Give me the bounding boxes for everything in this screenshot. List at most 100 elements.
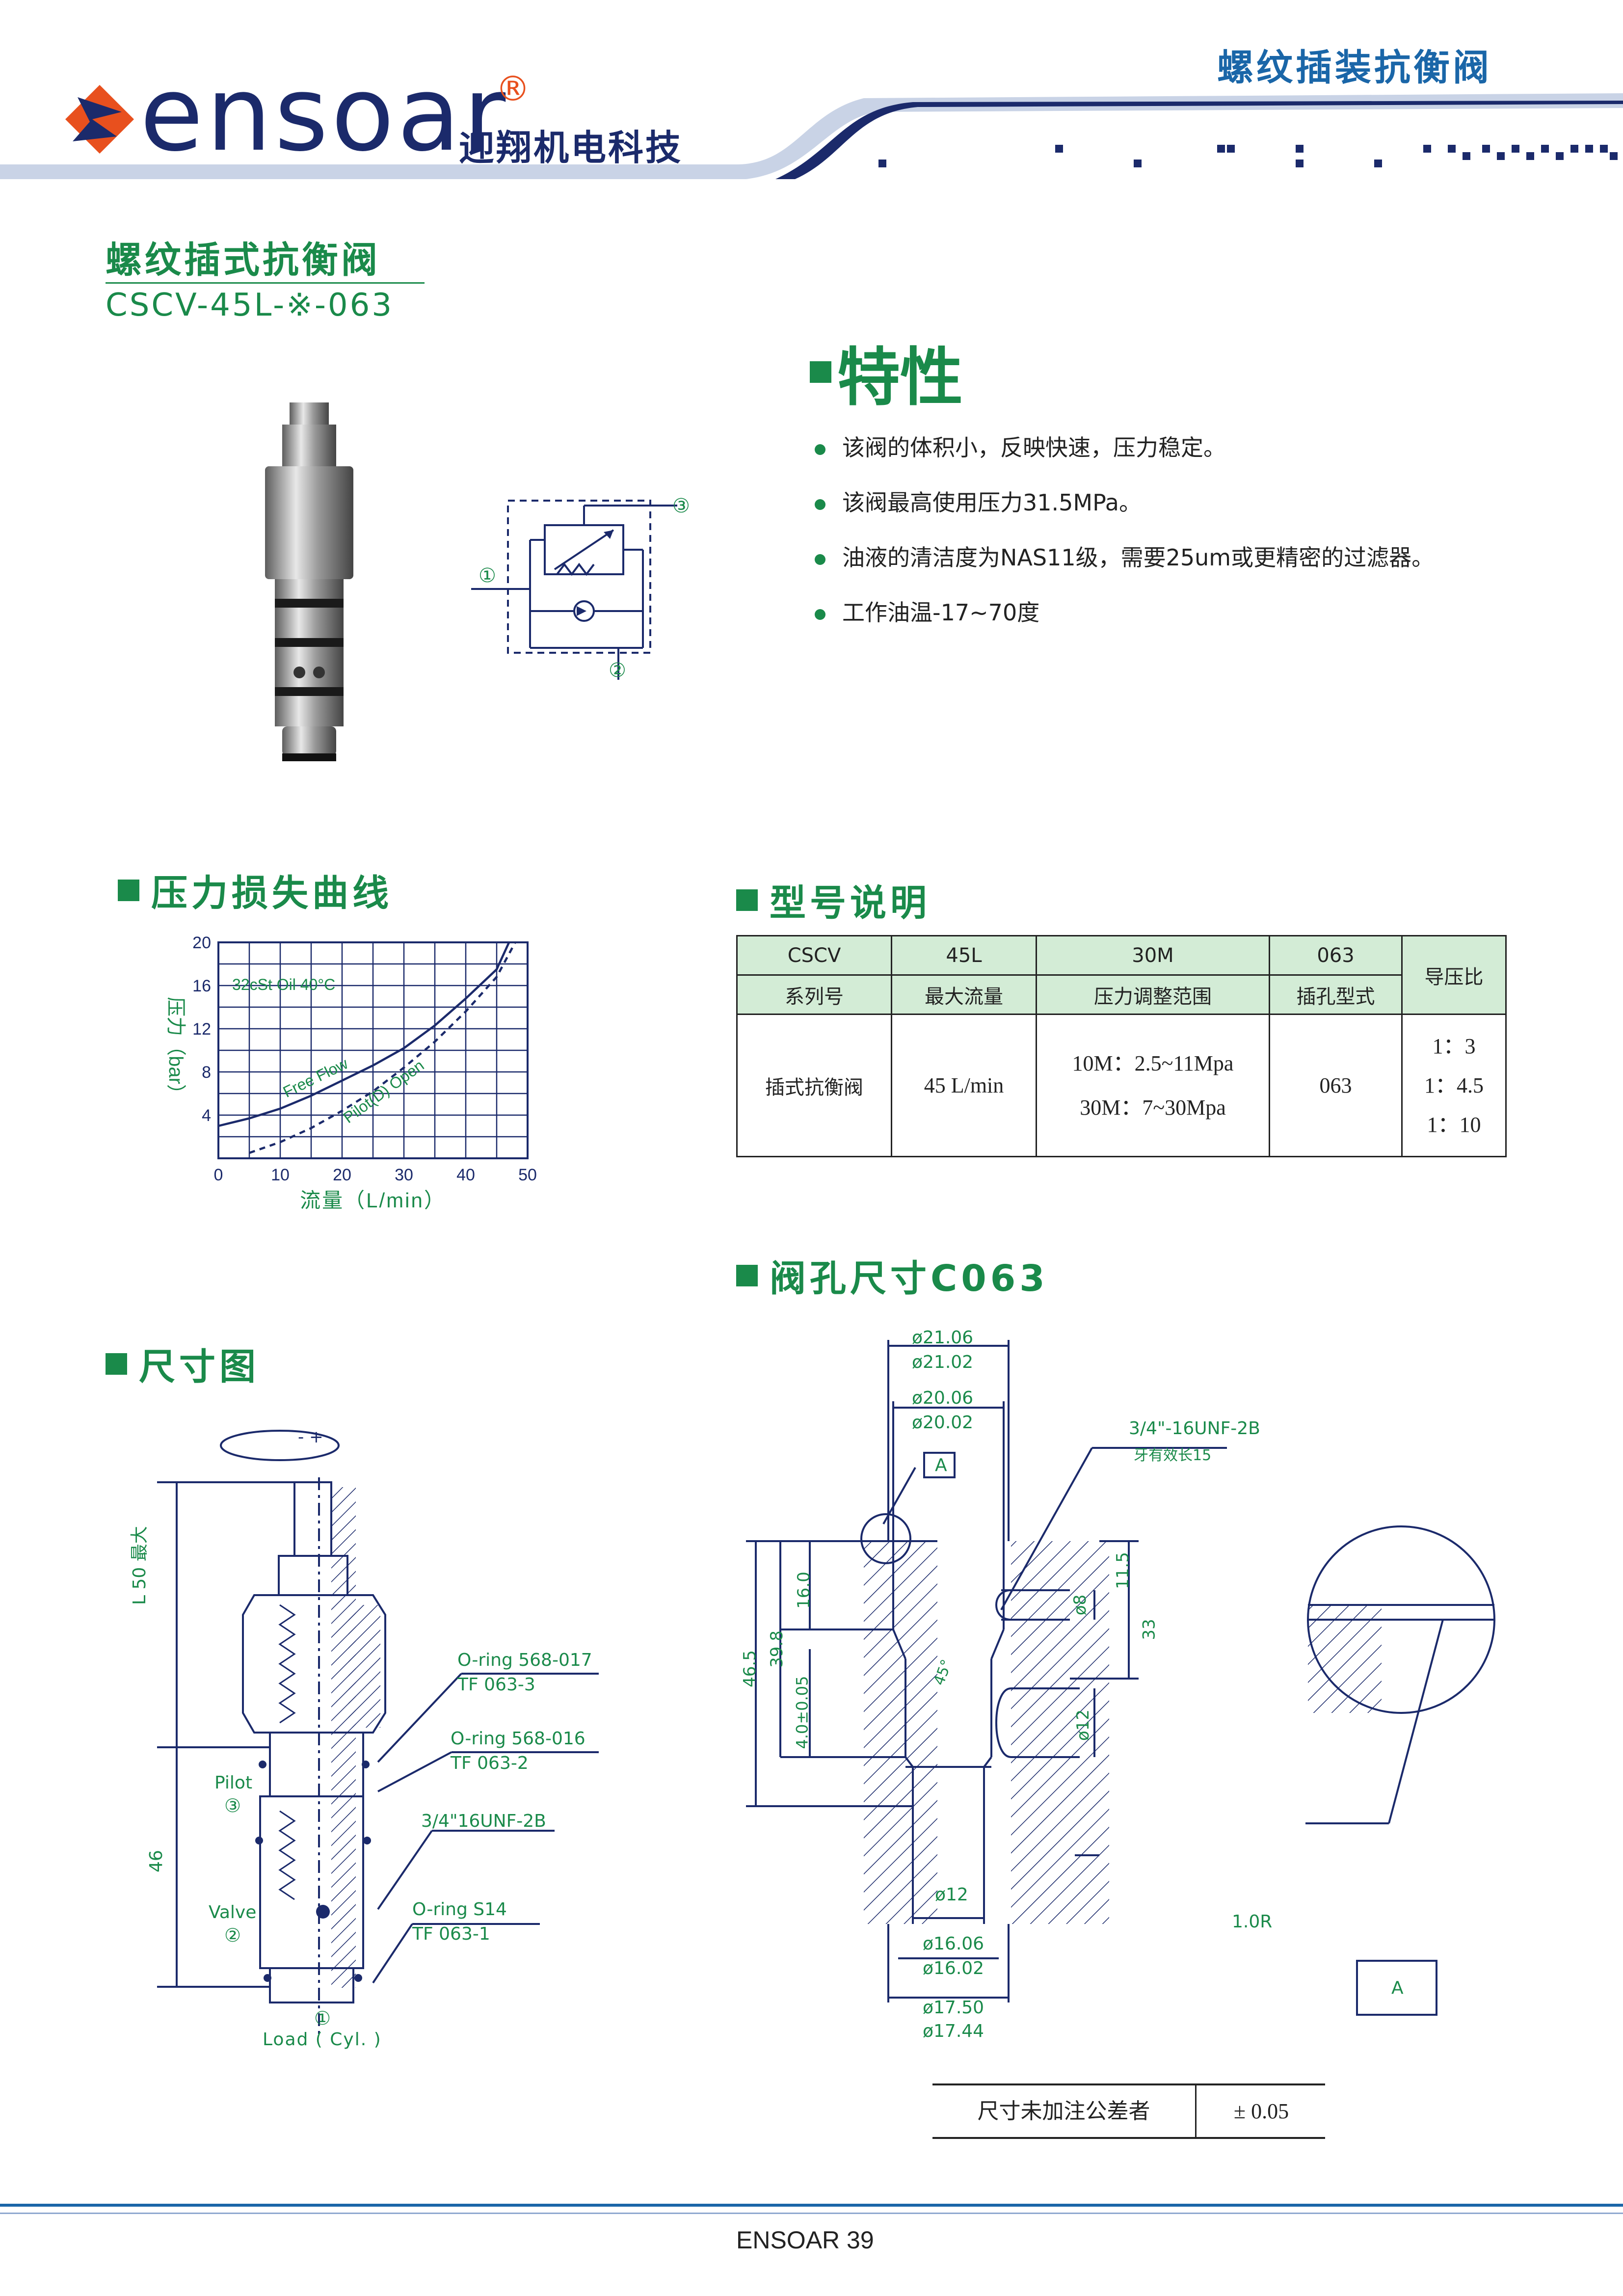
series-line-1	[249, 941, 516, 1154]
y-tick-label: 16	[192, 977, 211, 995]
dim-d12v: ø12	[1073, 1709, 1093, 1741]
footer-rule	[0, 2204, 1623, 2207]
dim-d1606: ø16.06	[923, 1934, 984, 1954]
dim-d2006: ø20.06	[912, 1388, 974, 1408]
y-axis-label: 压力（bar）	[165, 997, 186, 1104]
y-tick-label: 20	[192, 934, 211, 952]
dim-h40: 4.0±0.05	[793, 1676, 812, 1749]
x-tick-label: 40	[456, 1166, 475, 1184]
dim-l50: L 50 最大	[130, 1526, 150, 1605]
dim-l46: 46	[146, 1850, 166, 1872]
features-list: 该阀的体积小，反映快速，压力稳定。 该阀最高使用压力31.5MPa。 油液的清洁…	[815, 420, 1434, 640]
y-tick-label: 4	[202, 1106, 211, 1125]
port-pilot-num: ③	[224, 1795, 241, 1816]
dim-h33: 33	[1139, 1619, 1159, 1640]
callout-oring-017: O-ring 568-017	[457, 1650, 592, 1670]
port-load-num: ①	[314, 2007, 331, 2029]
callout-tf-063-1: TF 063-1	[412, 1924, 490, 1944]
label-flow: 最大流量	[891, 974, 1037, 1015]
series-label-pilot-open: Pilot(D) Open	[340, 1056, 427, 1126]
callout-tf-063-3: TF 063-3	[457, 1675, 535, 1695]
value-flow: 45 L/min	[891, 1014, 1037, 1157]
callout-oring-016: O-ring 568-016	[451, 1729, 585, 1749]
x-tick-label: 30	[395, 1166, 413, 1184]
symbol-port-3: ③	[672, 495, 690, 517]
x-tick-label: 50	[518, 1166, 537, 1184]
registered-mark: ®	[496, 69, 530, 109]
valve-photo	[265, 402, 353, 761]
brand-logo-icon	[65, 85, 134, 154]
cavity-title: 阀孔尺寸C063	[736, 1249, 1049, 1302]
brand-wordmark: ensoar	[140, 54, 509, 174]
feature-item: 油液的清洁度为NAS11级，需要25um或更精密的过滤器。	[815, 530, 1434, 585]
header-swoosh	[0, 93, 1623, 179]
port-load-label: Load ( Cyl. )	[263, 2029, 382, 2050]
value-series: 插式抗衡阀	[736, 1014, 892, 1157]
dim-thread: 3/4"-16UNF-2B	[1129, 1418, 1260, 1439]
callout-tf-063-2: TF 063-2	[451, 1753, 529, 1773]
dim-d2106: ø21.06	[912, 1328, 974, 1348]
dim-d1744: ø17.44	[923, 2021, 984, 2041]
model-desc-title: 型号说明	[736, 874, 931, 926]
label-range: 压力调整范围	[1036, 974, 1270, 1015]
y-tick-label: 12	[192, 1020, 211, 1039]
dim-radius: 1.0R	[1232, 1912, 1273, 1932]
code-cavity: 063	[1269, 935, 1403, 976]
features-title: 特性	[810, 326, 963, 417]
code-range: 30M	[1036, 935, 1270, 976]
symbol-port-1: ①	[479, 564, 496, 587]
hydraulic-symbol	[471, 500, 677, 680]
chart-annotation: 32cSt Oil 40°C	[232, 976, 335, 993]
label-series: 系列号	[736, 974, 892, 1015]
dim-d8: ø8	[1070, 1594, 1091, 1616]
dimension-title: 尺寸图	[106, 1337, 260, 1390]
code-series: CSCV	[736, 935, 892, 976]
company-name: 迎翔机电科技	[459, 127, 683, 168]
product-model: CSCV-45L-※-063	[106, 287, 394, 323]
value-cavity: 063	[1269, 1014, 1403, 1157]
dim-d1602: ø16.02	[923, 1958, 984, 1978]
tolerance-value: ± 0.05	[1233, 2099, 1289, 2123]
x-tick-label: 20	[333, 1166, 351, 1184]
title-underline	[106, 282, 425, 284]
cavity-drawing	[746, 1340, 1495, 2016]
detail-a-label: A	[1391, 1978, 1404, 1998]
label-cavity: 插孔型式	[1269, 974, 1403, 1015]
tolerance-table: 尺寸未加注公差者 ± 0.05	[932, 2083, 1325, 2139]
dim-h160: 16.0	[794, 1572, 814, 1609]
dim-d1750: ø17.50	[923, 1998, 984, 2018]
tolerance-label: 尺寸未加注公差者	[932, 2085, 1197, 2137]
dimension-drawing	[157, 1430, 599, 2037]
dim-d2102: ø21.02	[912, 1352, 974, 1372]
code-flow: 45L	[891, 935, 1037, 976]
product-name: 螺纹插式抗衡阀	[106, 239, 380, 281]
x-tick-label: 0	[214, 1166, 223, 1184]
dim-h465: 46.5	[740, 1650, 760, 1687]
callout-thread: 3/4"16UNF-2B	[421, 1811, 546, 1831]
feature-item: 该阀最高使用压力31.5MPa。	[815, 475, 1434, 530]
dim-thread-note: 牙有效长15	[1134, 1447, 1212, 1464]
port-valve-num: ②	[224, 1924, 241, 1946]
x-axis-label: 流量（L/min）	[300, 1189, 446, 1212]
port-pilot-label: Pilot	[214, 1773, 253, 1793]
feature-item: 工作油温-17~70度	[815, 585, 1434, 640]
pilot-ratio-header: 导压比	[1401, 935, 1507, 1015]
dim-d12: ø12	[935, 1885, 968, 1905]
footer-page: ENSOAR 39	[736, 2226, 874, 2254]
category-title: 螺纹插装抗衡阀	[1217, 47, 1492, 89]
y-tick-label: 8	[202, 1063, 211, 1082]
x-tick-label: 10	[271, 1166, 290, 1184]
rotate-indicator: - +	[298, 1427, 323, 1447]
model-table: CSCV 45L 30M 063 导压比 系列号 最大流量 压力调整范围 插孔型…	[736, 935, 1507, 1157]
dim-h398: 39.8	[767, 1630, 787, 1668]
callout-oring-s14: O-ring S14	[412, 1899, 507, 1920]
footer-rule-thin	[0, 2213, 1623, 2214]
pressure-curve-title: 压力损失曲线	[118, 864, 393, 916]
symbol-port-2: ②	[609, 659, 626, 682]
feature-item: 该阀的体积小，反映快速，压力稳定。	[815, 420, 1434, 475]
dim-h115: 11.5	[1113, 1552, 1133, 1589]
pressure-loss-chart: 0 10 20 30 40 50 4 8 12 16 20 流量（L/min） 压力（bar） 32cSt…	[165, 934, 537, 1212]
dim-a-label: A	[935, 1455, 947, 1475]
